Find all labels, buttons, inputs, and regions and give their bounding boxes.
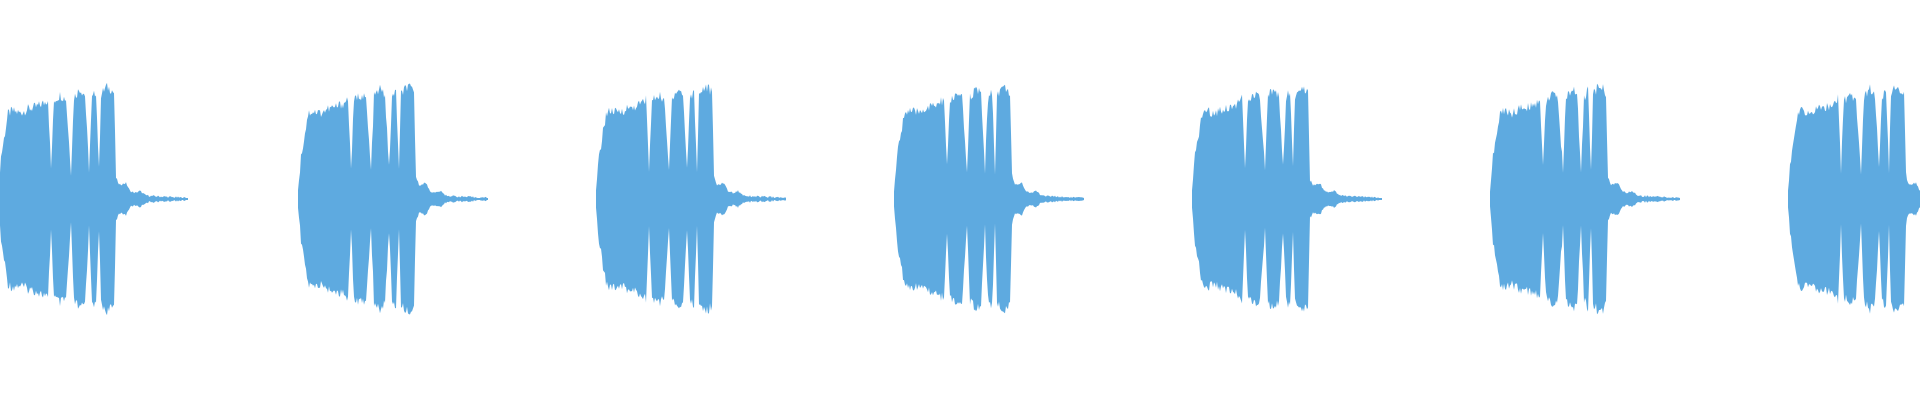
waveform-bursts	[0, 82, 1920, 316]
waveform-burst-1	[0, 82, 188, 316]
waveform-burst-4	[894, 84, 1084, 314]
waveform-burst-2	[298, 83, 488, 315]
waveform-burst-3	[596, 84, 786, 314]
waveform-burst-6	[1490, 83, 1680, 315]
waveform-burst-7	[1788, 84, 1920, 314]
waveform-burst-5	[1192, 86, 1382, 312]
